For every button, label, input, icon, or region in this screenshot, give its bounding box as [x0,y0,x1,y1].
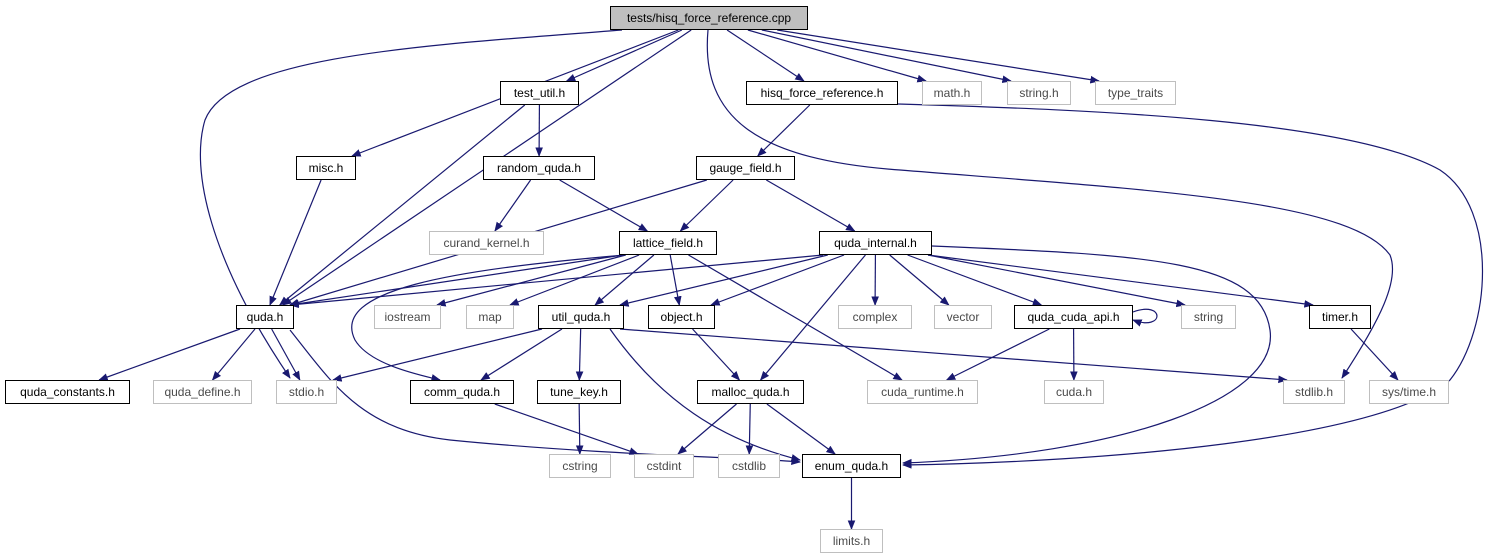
node-misc[interactable]: misc.h [296,156,356,180]
edge-quda-to-quda_constants [98,328,241,381]
node-root: tests/hisq_force_reference.cpp [610,6,808,30]
edge-quda-to-quda_define [211,328,256,381]
node-malloc-quda[interactable]: malloc_quda.h [697,380,804,404]
node-timer[interactable]: timer.h [1309,305,1371,329]
node-cstring: cstring [549,454,611,478]
edge-util_quda-to-stdlib [619,328,1288,384]
edge-object-to-malloc_quda [692,328,741,381]
node-test-util[interactable]: test_util.h [500,81,579,105]
edge-hisq_ref-to-gauge_field [757,104,811,157]
node-gauge-field[interactable]: gauge_field.h [696,156,795,180]
edge-random_quda-to-lattice_field [559,179,649,232]
node-complex: complex [838,305,912,329]
node-random-quda[interactable]: random_quda.h [483,156,595,180]
edge-quda_internal-to-string [927,254,1186,308]
node-curand: curand_kernel.h [429,231,544,255]
node-limits: limits.h [820,529,883,553]
edge-lattice_field-to-map [509,254,640,306]
edge-tune_key-to-cstring [575,403,584,455]
edge-quda_internal-to-cuda_api [907,254,1043,306]
edge-lattice_field-to-util_quda [594,254,655,306]
edge-malloc_quda-to-cstdint [677,403,737,455]
node-quda-internal[interactable]: quda_internal.h [819,231,932,255]
edge-lattice_field-to-comm_quda [351,254,626,382]
edge-comm_quda-to-cstdint [494,403,639,455]
node-object[interactable]: object.h [648,305,715,329]
edge-quda_internal-to-enum_quda [902,245,1271,467]
edge-gauge_field-to-lattice_field [679,179,734,232]
node-cuda-h: cuda.h [1044,380,1104,404]
edge-lattice_field-to-quda [289,254,624,308]
node-util-quda[interactable]: util_quda.h [538,305,624,329]
edge-lattice_field-to-iostream [436,254,626,307]
edge-util_quda-to-comm_quda [480,328,563,381]
node-hisq-ref[interactable]: hisq_force_reference.h [746,81,898,105]
edge-root-to-test_util [565,29,683,82]
edge-root-to-hisq_ref [726,29,805,82]
node-type-traits: type_traits [1095,81,1176,105]
node-tune-key[interactable]: tune_key.h [537,380,621,404]
edge-quda_internal-to-util_quda [619,254,828,307]
node-iostream: iostream [374,305,441,329]
edge-lattice_field-to-cuda_runtime [688,254,903,381]
node-math: math.h [922,81,982,105]
node-cuda-runtime: cuda_runtime.h [867,380,978,404]
node-cuda-api[interactable]: quda_cuda_api.h [1014,305,1133,329]
edge-hisq_ref-to-enum_quda [897,103,1483,469]
edge-root-to-math [747,29,927,83]
edge-malloc_quda-to-enum_quda [766,403,836,455]
edge-test_util-to-quda [278,104,526,306]
node-stdlib: stdlib.h [1283,380,1345,404]
node-cstdlib: cstdlib [718,454,780,478]
edge-util_quda-to-enum_quda [609,328,801,462]
node-lattice-field[interactable]: lattice_field.h [619,231,717,255]
edge-quda_internal-to-quda [289,254,824,309]
node-map: map [466,305,514,329]
edge-root-to-string_h [761,29,1012,84]
node-quda-constants[interactable]: quda_constants.h [5,380,130,404]
edge-quda_internal-to-timer [927,254,1314,308]
edge-misc-to-quda [269,179,322,306]
edge-util_quda-to-stdio [332,328,543,382]
node-cstdint: cstdint [634,454,694,478]
edge-quda-to-stdio [271,328,301,381]
edge-gauge_field-to-quda_internal [766,179,856,232]
node-enum-quda[interactable]: enum_quda.h [802,454,901,478]
edge-root-to-type_traits [777,29,1100,84]
edge-timer-to-systime [1350,328,1399,381]
edge-quda_internal-to-object [710,254,845,306]
edge-cuda_api-to-cuda_api [1132,308,1158,327]
edge-lattice_field-to-object [669,254,682,306]
edge-util_quda-to-tune_key [575,328,584,381]
node-string: string [1181,305,1236,329]
edge-root-to-stdlib [706,29,1394,379]
node-string-h: string.h [1007,81,1071,105]
node-quda-define: quda_define.h [153,380,252,404]
edge-quda_internal-to-vector [889,254,950,306]
edge-random_quda-to-curand [494,179,532,232]
node-comm-quda[interactable]: comm_quda.h [410,380,514,404]
edge-malloc_quda-to-cstdlib [745,403,754,455]
node-quda[interactable]: quda.h [236,305,294,329]
edge-cuda_api-to-cuda_runtime [945,328,1050,381]
node-vector: vector [934,305,992,329]
node-stdio: stdio.h [276,380,337,404]
edge-quda_internal-to-malloc_quda [759,254,866,381]
node-systime: sys/time.h [1369,380,1449,404]
edge-root-to-stdio [199,29,623,379]
